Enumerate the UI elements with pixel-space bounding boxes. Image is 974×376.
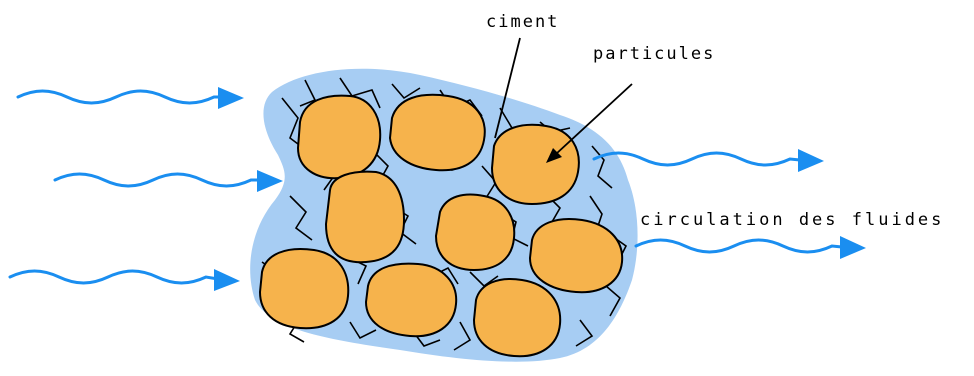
particle <box>260 249 348 328</box>
flow-arrow-out-1 <box>594 153 800 165</box>
particle <box>298 96 380 179</box>
particle <box>390 95 485 170</box>
ciment-label: ciment <box>486 14 559 31</box>
flow-arrow-in-1 <box>18 91 222 103</box>
particle <box>436 195 514 270</box>
particle <box>326 172 404 263</box>
particle <box>366 264 456 337</box>
incoming-flow-arrows <box>10 91 260 283</box>
particle <box>474 279 560 356</box>
outgoing-arrowheads <box>798 149 866 259</box>
particle <box>492 125 579 204</box>
flow-arrow-out-2 <box>636 240 842 252</box>
flow-arrow-in-3 <box>10 271 218 283</box>
particules-label: particules <box>593 46 715 63</box>
circulation-label: circulation des fluides <box>640 212 944 229</box>
flow-arrow-in-2 <box>55 174 260 186</box>
particle <box>530 219 622 292</box>
